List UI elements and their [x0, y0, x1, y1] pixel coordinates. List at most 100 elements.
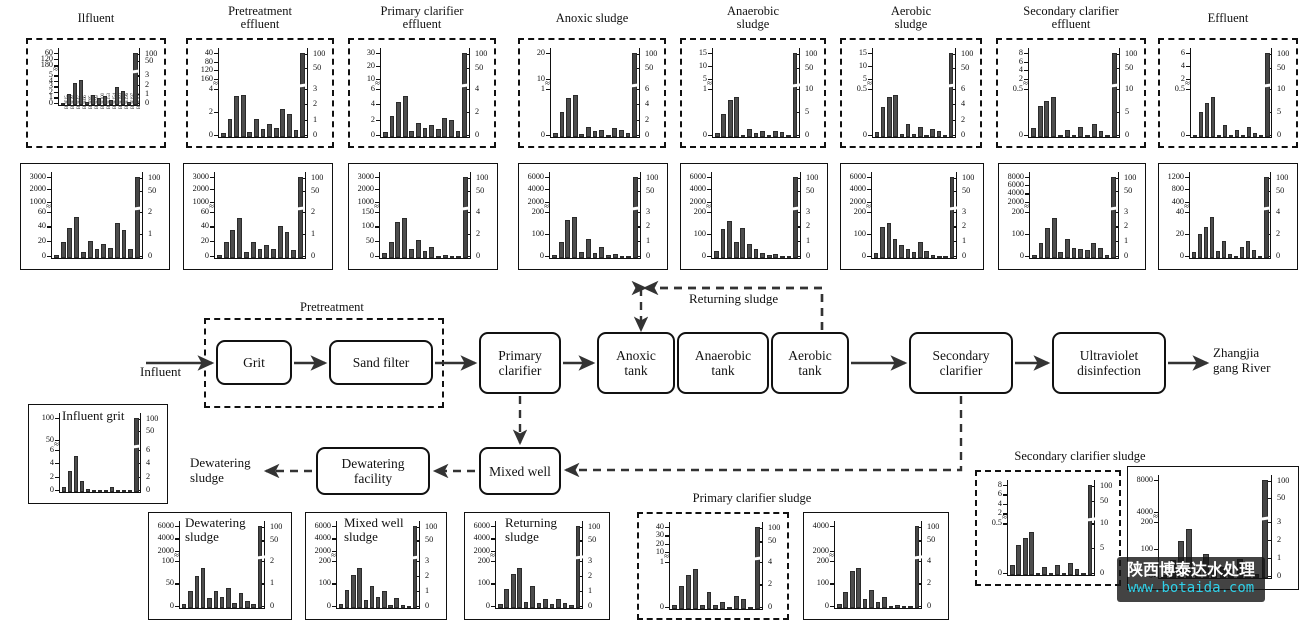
ytick-hi-anaerobic-sludge-mass-1: [707, 189, 711, 191]
rtick-lo-secondary-clarifier-sludge-mass-2: [1268, 539, 1272, 541]
bar-anaerobic-sludge-mass-1: [720, 229, 726, 258]
bar-dewatering-sludge-chart-6: [219, 597, 225, 608]
node-uv-disinfection[interactable]: Ultraviolet disinfection: [1052, 332, 1166, 394]
chart-title-mixed-well-sludge-chart: Mixed well sludge: [344, 515, 404, 544]
bar-primary-clarifier-effluent-12: [462, 53, 468, 137]
axis-break-left-dewatering-sludge-chart: ≈: [174, 549, 179, 560]
bar-secondary-clarifier-effluent-mass-3: [1051, 217, 1057, 258]
y-axis-left-primary-clarifier-sludge-mass: [834, 521, 836, 609]
rtick-hi-anoxic-sludge-mass-1: [637, 178, 641, 180]
ytick-lo-label-anaerobic-sludge-1: 1: [702, 83, 707, 93]
watermark-cn: 陕西博泰达水处理: [1127, 560, 1256, 579]
rtick-lo-mixed-well-sludge-chart-1: [416, 590, 420, 593]
y-axis-left-secondary-clarifier-sludge-conc: [1007, 480, 1009, 576]
bar-primary-clarifier-effluent-11: [455, 130, 461, 137]
ytick-lo-primary-clarifier-effluent-1: [376, 119, 380, 121]
rtick-lo-secondary-clarifier-sludge-mass-3: [1268, 521, 1272, 523]
rtick-hi-primary-clarifier-sludge-conc-1: [759, 528, 763, 530]
ytick-lo-secondary-clarifier-effluent-0: [1024, 135, 1028, 137]
ytick-lo-label-secondary-clarifier-sludge-conc-1: 0.5: [991, 518, 1002, 528]
xtick-label-influent-6: BDE100: [101, 93, 107, 109]
rtick-lo-effluent-1: [1268, 111, 1272, 114]
bar-pretreatment-effluent-mass-4: [244, 252, 249, 258]
y-axis-left-mixed-well-sludge-chart: [336, 521, 338, 609]
node-dewatering-facility[interactable]: Dewatering facility: [316, 447, 430, 495]
rtick-lo-pretreatment-effluent-mass-0: [302, 256, 306, 258]
bar-effluent-mass-7: [1234, 255, 1239, 258]
node-secondary-clarifier[interactable]: Secondary clarifier: [909, 332, 1013, 394]
rtick-hi-label-anaerobic-sludge-1: 100: [805, 49, 818, 58]
rtick-lo-primary-clarifier-sludge-conc-2: [759, 561, 763, 564]
rtick-lo-label-primary-clarifier-sludge-conc-0: 0: [768, 602, 773, 611]
bar-secondary-clarifier-sludge-conc-5: [1042, 567, 1047, 575]
rtick-lo-influent-grit-0: [137, 490, 141, 492]
ytick-hi-label-aerobic-sludge-mass-0: 2000: [849, 196, 866, 206]
bar-influent-mass-4: [81, 251, 86, 258]
rtick-lo-label-influent-2: 2: [145, 79, 150, 89]
ytick-hi-label-primary-clarifier-effluent-mass-1: 2000: [357, 184, 374, 194]
rtick-lo-label-secondary-clarifier-sludge-mass-1: 1: [1277, 552, 1282, 562]
ytick-hi-label-anaerobic-sludge-mass-1: 4000: [689, 184, 706, 194]
bar-dewatering-sludge-chart-5: [213, 591, 219, 608]
rtick-hi-mixed-well-sludge-chart-0: [416, 540, 420, 542]
bar-secondary-clarifier-sludge-conc-11: [1081, 573, 1086, 575]
ytick-hi-label-influent-grit-0: 50: [45, 434, 54, 444]
bar-anoxic-sludge-mass-10: [619, 256, 625, 258]
bar-influent-grit-2: [73, 455, 79, 492]
node-aerobic-tank[interactable]: Aerobic tank: [771, 332, 849, 394]
bar-influent-mass-2: [67, 228, 73, 258]
ytick-lo-label-primary-clarifier-effluent-mass-2: 100: [361, 221, 374, 231]
ytick-lo-pretreatment-effluent-mass-3: [210, 211, 214, 213]
ytick-hi-label-dewatering-sludge-chart-0: 2000: [157, 545, 174, 555]
rtick-lo-effluent-mass-2: [1267, 211, 1271, 213]
bar-primary-clarifier-sludge-conc-7: [720, 601, 726, 609]
node-sand-filter[interactable]: Sand filter: [329, 340, 433, 385]
bar-primary-clarifier-sludge-mass-6: [875, 602, 881, 608]
rtick-lo-influent-3: [136, 75, 140, 77]
rtick-hi-secondary-clarifier-effluent-1: [1116, 54, 1120, 56]
bar-influent-mass-9: [114, 223, 120, 258]
rtick-hi-label-primary-clarifier-effluent-mass-1: 100: [476, 173, 489, 182]
bar-influent-mass-6: [94, 248, 100, 258]
x-axis-aerobic-sludge: [872, 136, 956, 138]
ytick-hi-label-influent-0: 180: [40, 60, 53, 70]
node-primary-clarifier[interactable]: Primary clarifier: [479, 332, 561, 394]
bar-aerobic-sludge-mass-9: [930, 255, 936, 258]
y-axis-right-dewatering-sludge-chart: [264, 521, 266, 609]
xtick-label-influent-4: BDE85: [89, 95, 95, 109]
ytick-hi-primary-clarifier-sludge-conc-3: [665, 527, 669, 529]
ytick-hi-label-effluent-mass-1: 800: [1171, 184, 1184, 194]
ytick-lo-label-influent-grit-0: 0: [49, 485, 54, 494]
bar-anaerobic-sludge-11: [786, 135, 791, 137]
ytick-hi-label-primary-clarifier-sludge-conc-0: 10: [655, 546, 664, 556]
bar-influent-grit-6: [98, 490, 103, 492]
bar-influent-grit-7: [104, 490, 109, 492]
ytick-hi-label-secondary-clarifier-effluent-1: 4: [1018, 65, 1023, 75]
rtick-lo-label-effluent-0: 0: [1277, 130, 1282, 139]
bar-pretreatment-effluent-mass-10: [284, 231, 290, 258]
y-axis-right-effluent: [1271, 48, 1273, 138]
bar-influent-mass-0: [53, 254, 59, 258]
bar-anoxic-sludge-3: [572, 95, 578, 137]
bar-primary-clarifier-sludge-conc-8: [727, 606, 733, 609]
node-grit[interactable]: Grit: [216, 340, 292, 385]
rtick-lo-influent-1: [136, 93, 140, 95]
ytick-hi-primary-clarifier-sludge-mass-0: [830, 550, 834, 553]
y-axis-left-anoxic-sludge-mass: [549, 172, 551, 259]
bar-primary-clarifier-effluent-mass-7: [429, 247, 435, 258]
node-anoxic-tank[interactable]: Anoxic tank: [597, 332, 675, 394]
bar-pretreatment-effluent-10: [287, 113, 292, 137]
node-mixed-well[interactable]: Mixed well: [479, 447, 561, 495]
ytick-lo-effluent-mass-2: [1185, 211, 1189, 213]
bar-pretreatment-effluent-mass-5: [250, 241, 256, 258]
rtick-lo-anaerobic-sludge-2: [796, 88, 800, 90]
ytick-lo-influent-5: [54, 75, 58, 77]
ytick-hi-label-aerobic-sludge-1: 10: [858, 60, 867, 70]
ytick-lo-label-influent-mass-3: 60: [37, 206, 46, 216]
bar-pretreatment-effluent-1: [227, 119, 233, 137]
rtick-hi-secondary-clarifier-effluent-mass-0: [1115, 191, 1119, 193]
node-anaerobic-tank[interactable]: Anaerobic tank: [677, 332, 769, 394]
